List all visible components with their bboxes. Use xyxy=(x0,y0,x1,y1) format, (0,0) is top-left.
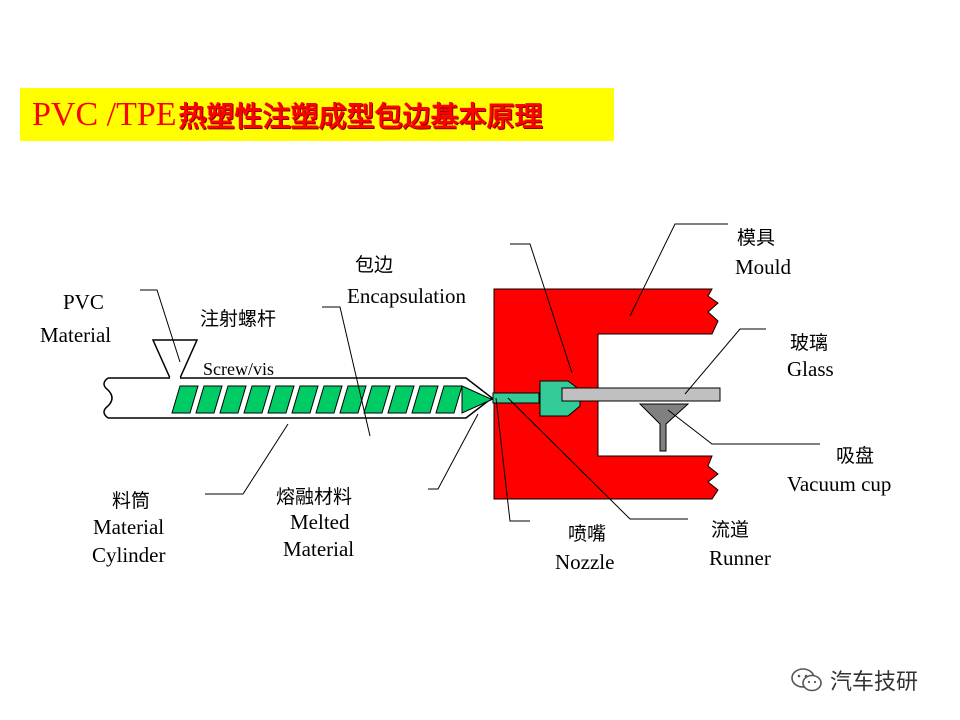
label-mould-en: Mould xyxy=(735,255,792,279)
watermark-text: 汽车技研 xyxy=(830,670,919,695)
leader-lines xyxy=(140,223,820,522)
screw-flight xyxy=(267,385,295,414)
screw-flight xyxy=(195,385,223,414)
label-mould-cjk: 模具 xyxy=(737,227,775,249)
vacuum-cup xyxy=(638,403,690,452)
label-glass-en: Glass xyxy=(787,357,834,381)
screw-flight xyxy=(387,385,415,414)
screw-flight xyxy=(315,385,343,414)
label-vacuum-cjk: 吸盘 xyxy=(836,445,874,467)
label-glass-cjk: 玻璃 xyxy=(790,332,828,354)
screw-flight xyxy=(291,385,319,414)
label-encap-cjk: 包边 xyxy=(355,254,393,276)
screw-flight xyxy=(411,385,439,414)
leader-cylinder xyxy=(205,423,289,495)
leader-vacuum xyxy=(667,409,820,445)
wechat-icon xyxy=(791,668,822,692)
title-cjk: 热塑性注塑成型包边基本原理 xyxy=(178,99,543,133)
screw xyxy=(171,385,494,414)
label-vacuum-en: Vacuum cup xyxy=(787,472,891,496)
screw-flight xyxy=(435,385,463,414)
screw-flight xyxy=(171,385,199,414)
label-pvc-1: PVC xyxy=(63,290,104,314)
glass xyxy=(561,387,721,402)
label-runner-cjk: 流道 xyxy=(711,519,749,541)
leader-nozzle xyxy=(495,397,530,522)
screw-tip xyxy=(461,385,494,414)
leader-runner xyxy=(507,397,688,520)
leader-pvc xyxy=(140,289,181,363)
leader-encapsulation xyxy=(510,243,573,374)
label-cylinder-cjk: 料筒 xyxy=(112,490,150,512)
screw-flight xyxy=(243,385,271,414)
label-encap-en: Encapsulation xyxy=(347,284,466,308)
label-melted-en-2: Material xyxy=(283,537,354,561)
watermark: 汽车技研 xyxy=(790,664,918,696)
label-cylinder-en-2: Cylinder xyxy=(92,543,166,567)
label-screw-cjk: 注射螺杆 xyxy=(200,308,276,330)
leader-mould xyxy=(629,223,728,317)
title-banner: PVC /TPE 热塑性注塑成型包边基本原理 xyxy=(20,88,614,141)
title-latin: PVC /TPE xyxy=(32,95,177,133)
leader-screw xyxy=(322,306,371,437)
mould xyxy=(493,288,719,500)
nozzle-channel xyxy=(492,392,540,404)
label-melted-cjk: 熔融材料 xyxy=(276,486,352,508)
leader-melted xyxy=(428,413,479,490)
screw-flight xyxy=(219,385,247,414)
label-runner-en: Runner xyxy=(709,546,771,570)
label-screw-en: Screw/vis xyxy=(203,359,274,379)
label-nozzle-cjk: 喷嘴 xyxy=(568,523,606,545)
label-pvc-2: Material xyxy=(40,323,111,347)
label-nozzle-en: Nozzle xyxy=(555,550,614,574)
label-cylinder-en-1: Material xyxy=(93,515,164,539)
leader-glass xyxy=(684,328,766,395)
label-melted-en-1: Melted xyxy=(290,510,350,534)
screw-flight xyxy=(363,385,391,414)
